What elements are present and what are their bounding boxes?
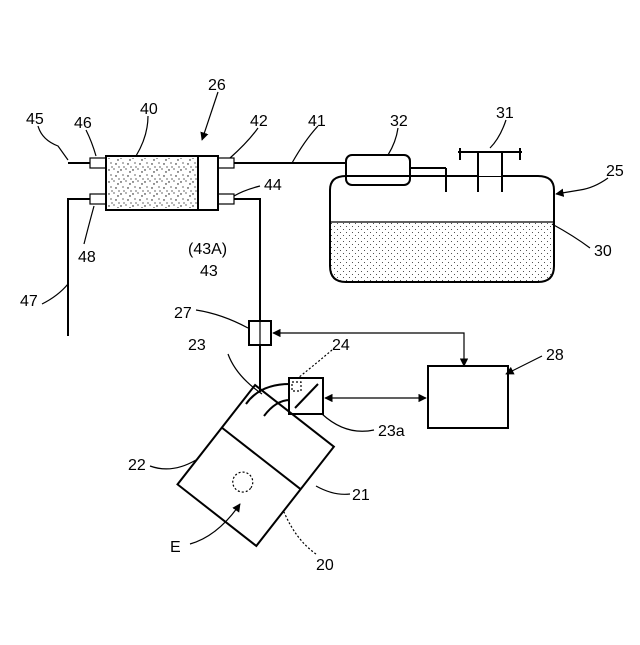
label-26: 26 [208, 77, 226, 94]
port-42 [218, 158, 234, 168]
fuel-tank [330, 176, 554, 282]
label-22: 22 [128, 457, 146, 474]
label-23a: 23a [378, 423, 405, 440]
label-21: 21 [352, 487, 370, 504]
label-47: 47 [20, 293, 38, 310]
label-43: 43 [200, 263, 218, 280]
label-41: 41 [308, 113, 326, 130]
label-46: 46 [74, 115, 92, 132]
label-32: 32 [390, 113, 408, 130]
valve-27 [249, 321, 271, 345]
throttle-24 [289, 378, 323, 414]
port-44 [218, 194, 234, 204]
label-43a: (43A) [188, 241, 227, 258]
label-25: 25 [606, 163, 624, 180]
label-20: 20 [316, 557, 334, 574]
label-E: E [170, 539, 181, 556]
label-24: 24 [332, 337, 350, 354]
engine [178, 385, 334, 546]
label-44: 44 [264, 177, 282, 194]
ecu-28 [428, 366, 508, 428]
label-45: 45 [26, 111, 44, 128]
label-42: 42 [250, 113, 268, 130]
label-40: 40 [140, 101, 158, 118]
component-32 [346, 155, 410, 185]
label-48: 48 [78, 249, 96, 266]
label-31: 31 [496, 105, 514, 122]
filler-neck [446, 148, 522, 192]
pipe-43 [234, 199, 260, 321]
signal-27-28 [273, 333, 464, 366]
pipe-47 [68, 199, 90, 336]
label-23: 23 [188, 337, 206, 354]
label-27: 27 [174, 305, 192, 322]
port-48 [90, 194, 106, 204]
canister [106, 156, 218, 210]
label-30: 30 [594, 243, 612, 260]
port-46 [90, 158, 106, 168]
label-28: 28 [546, 347, 564, 364]
